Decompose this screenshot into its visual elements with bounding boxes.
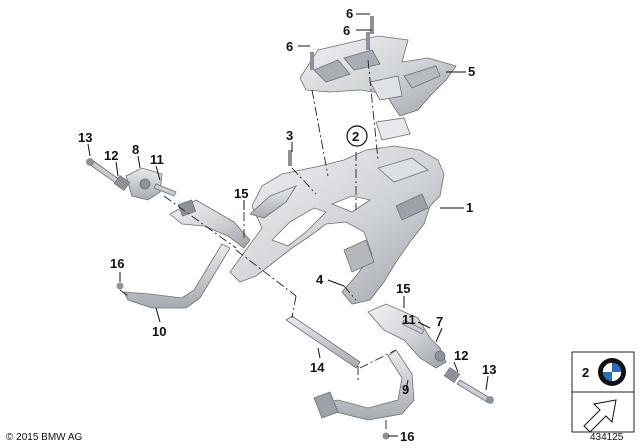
callout-1: 1	[466, 200, 473, 215]
legend-number: 2	[582, 365, 589, 380]
right-bracket-part	[367, 303, 447, 369]
callout-9: 9	[402, 382, 409, 397]
callout-3: 3	[286, 128, 293, 143]
callout-7: 7	[436, 314, 443, 329]
bolt-13-left	[86, 158, 121, 185]
callout-11-right: 11	[402, 312, 416, 327]
callout-6-a: 6	[346, 6, 353, 21]
bolt-11-right	[401, 319, 425, 335]
callout-labels: 1 5 6 6 6 3 2 4 15 11 7 12 13 9 16 14 10…	[78, 6, 496, 444]
rear-carrier-frame-part	[229, 117, 445, 305]
left-bracket-part	[125, 167, 163, 201]
callout-6-c: 6	[286, 39, 293, 54]
legend-box: 2	[571, 351, 635, 433]
callout-15-left: 15	[234, 186, 248, 201]
callout-10: 10	[152, 324, 166, 339]
callout-2: 2	[352, 129, 359, 144]
right-support-rod-part	[313, 349, 415, 421]
callout-12-right: 12	[454, 348, 468, 363]
callout-12-left: 12	[104, 148, 118, 163]
nut-12-right	[443, 367, 461, 383]
callout-8: 8	[132, 142, 139, 157]
screw-6-group	[310, 16, 374, 70]
assembly-lines	[119, 59, 397, 432]
diagram-id: 434125	[590, 432, 624, 443]
callout-11-left: 11	[150, 152, 164, 167]
bolt-13-right	[456, 379, 494, 404]
callout-16-right: 16	[400, 429, 414, 444]
screw-3	[288, 150, 292, 166]
leader-lines	[87, 13, 489, 437]
cross-rod-part	[285, 315, 361, 369]
left-support-rod-part	[123, 199, 251, 309]
nut-12-left	[113, 175, 131, 191]
bmw-logo-icon	[598, 358, 626, 386]
callout-6-b: 6	[343, 23, 350, 38]
direction-arrow-icon	[583, 399, 617, 433]
callout-13-right: 13	[482, 362, 496, 377]
callout-15-right: 15	[396, 281, 410, 296]
bolt-11-left	[153, 183, 177, 197]
callout-14: 14	[310, 360, 325, 375]
screw-16-group	[116, 282, 390, 440]
luggage-plate-part	[299, 35, 457, 117]
callout-16-left: 16	[110, 256, 124, 271]
callout-2-circle	[346, 125, 368, 147]
callout-5: 5	[468, 64, 475, 79]
copyright-text: © 2015 BMW AG	[6, 432, 83, 443]
callout-13-left: 13	[78, 130, 92, 145]
callout-4: 4	[316, 272, 324, 287]
